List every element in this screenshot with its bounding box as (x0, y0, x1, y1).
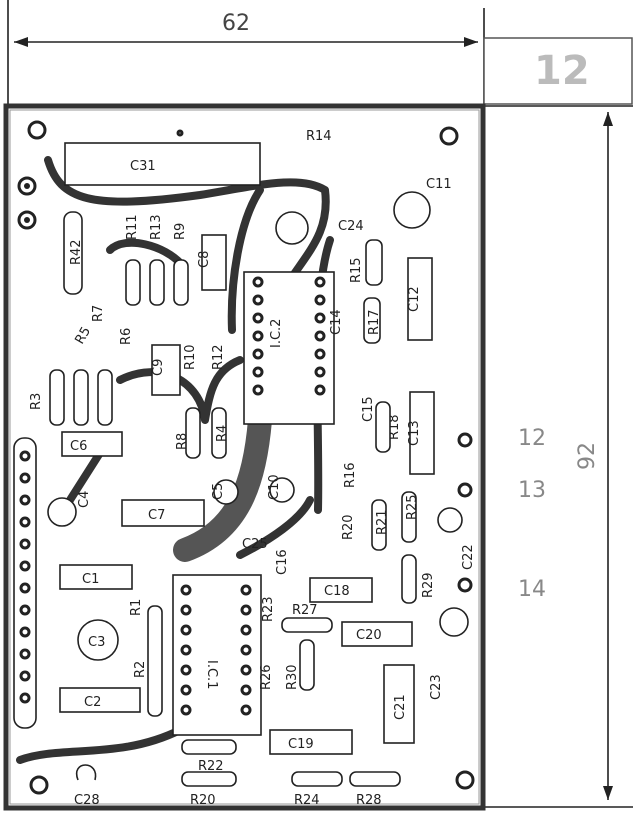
capacitor-label: C4 (77, 491, 92, 508)
capacitor-label: C25 (242, 537, 268, 552)
resistor-label: R3 (29, 393, 44, 410)
resistor-label: R24 (294, 793, 320, 808)
ic2-label: I.C.2 (269, 319, 284, 348)
capacitor-label: C20 (356, 628, 382, 643)
resistor-label: R15 (349, 257, 364, 283)
resistor-label: R10 (183, 344, 198, 370)
resistor-label: R30 (285, 664, 300, 690)
capacitor-label: C6 (70, 439, 87, 454)
capacitor-label: C9 (151, 359, 166, 376)
capacitors: C31 C11 C8 C24 C12 C14 C9 C15 C13 C6 C5 … (47, 142, 476, 808)
ic-components: I.C.1 I.C.2 (172, 271, 335, 736)
resistor-label: R4 (215, 425, 230, 442)
mounting-holes (17, 120, 475, 795)
capacitor-label: C12 (407, 286, 422, 312)
resistor-label: R42 (69, 239, 84, 265)
resistor-label: R16 (343, 462, 358, 488)
capacitor-label: C8 (197, 251, 212, 268)
resistor-label: R21 (375, 509, 390, 535)
side-label-13: 13 (518, 478, 546, 503)
resistor-label: R26 (259, 664, 274, 690)
ic1-label: I.C.1 (204, 660, 219, 689)
capacitor-label: C18 (324, 584, 350, 599)
capacitor-label: C22 (461, 544, 476, 570)
capacitor-label: C14 (329, 309, 344, 335)
resistor-label: R20 (341, 514, 356, 540)
capacitor-label: C11 (426, 177, 452, 192)
resistor-label: R13 (149, 214, 164, 240)
top-dimension: 62 (7, 0, 485, 105)
resistor-label: R8 (175, 433, 190, 450)
resistor-label: R29 (421, 572, 436, 598)
resistor-label: R23 (261, 596, 276, 622)
resistor-label: R27 (292, 603, 318, 618)
capacitor-label: C13 (407, 420, 422, 446)
side-label-14: 14 (518, 577, 546, 602)
resistor-label: R1 (129, 599, 144, 616)
capacitor-label: C16 (275, 549, 290, 575)
resistors: R14 R42 R11 R13 R9 R15 R7 R5 R6 R10 R12 … (29, 129, 436, 808)
resistor-label: R25 (405, 494, 420, 520)
side-label-12: 12 (518, 426, 546, 451)
resistor-label: R28 (356, 793, 382, 808)
resistor-label: R2 (133, 661, 148, 678)
resistor-label: R6 (119, 328, 134, 345)
margin-dimension-label: 12 (534, 48, 590, 94)
pads (176, 129, 473, 593)
resistor-label: R17 (367, 309, 382, 335)
resistor-label: R20 (190, 793, 216, 808)
capacitor-label: C2 (84, 695, 101, 710)
capacitor-label: C10 (267, 474, 282, 500)
capacitor-label: C24 (338, 219, 364, 234)
right-margin-box: 12 92 12 13 14 (483, 37, 633, 808)
capacitor-label: C1 (82, 572, 99, 587)
resistor-label: R7 (91, 305, 106, 322)
capacitor-label: C19 (288, 737, 314, 752)
resistor-label: R14 (306, 129, 332, 144)
capacitor-label: C7 (148, 508, 165, 523)
width-dimension-label: 62 (222, 11, 250, 36)
capacitor-label: C3 (88, 635, 105, 650)
height-dimension-label: 92 (575, 442, 600, 470)
capacitor-label: C15 (361, 396, 376, 422)
capacitor-label: C28 (74, 793, 100, 808)
resistor-label: R9 (173, 223, 188, 240)
capacitor-label: C23 (429, 674, 444, 700)
capacitor-label: C31 (130, 159, 156, 174)
resistor-label: R22 (198, 759, 224, 774)
resistor-label: R11 (125, 214, 140, 240)
capacitor-label: C5 (211, 483, 226, 500)
capacitor-label: C21 (393, 694, 408, 720)
resistor-label: R12 (211, 344, 226, 370)
left-connector-strip (13, 437, 37, 729)
resistor-label: R5 (72, 325, 94, 347)
